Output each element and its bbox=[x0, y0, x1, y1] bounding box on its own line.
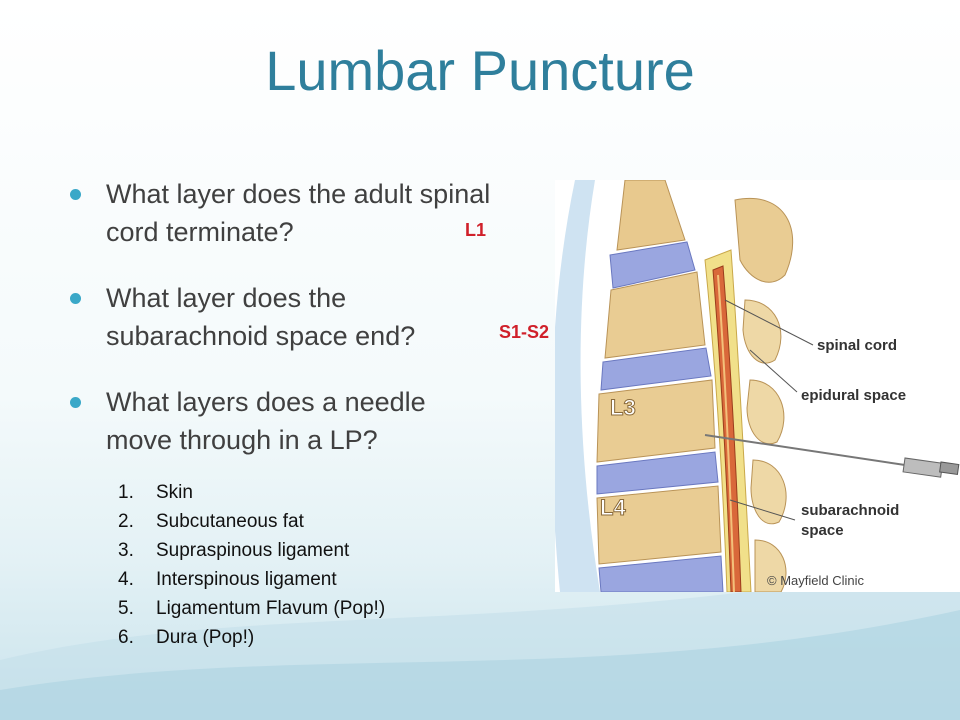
list-text: Interspinous ligament bbox=[156, 569, 337, 590]
list-text: Skin bbox=[156, 482, 193, 503]
vertebral-bodies bbox=[596, 180, 724, 592]
bullet-line: cord terminate? bbox=[106, 217, 294, 247]
list-item: 4. Interspinous ligament bbox=[118, 565, 385, 594]
spinal-cord-label: spinal cord bbox=[817, 337, 897, 354]
spinous-processes bbox=[734, 198, 794, 592]
vertebra-label: L4 bbox=[600, 495, 626, 520]
bullet-line: What layer does the bbox=[106, 283, 347, 313]
vertebra-label: L3 bbox=[610, 395, 636, 420]
list-text: Supraspinous ligament bbox=[156, 540, 350, 561]
image-credit: © Mayfield Clinic bbox=[767, 573, 864, 588]
list-number: 1. bbox=[118, 482, 134, 503]
spine-diagram: L3 L4 spina bbox=[555, 180, 960, 592]
bullet-line: What layers does a needle bbox=[106, 387, 426, 417]
list-number: 5. bbox=[118, 598, 134, 619]
list-number: 4. bbox=[118, 569, 134, 590]
needle-layer-list: 1. Skin 2. Subcutaneous fat 3. Supraspinous… bbox=[118, 478, 385, 652]
bullet-line: What layer does the adult spinal bbox=[106, 179, 491, 209]
bullet-line: move through in a LP? bbox=[106, 425, 378, 455]
answer-label-2: S1-S2 bbox=[499, 322, 550, 342]
bullet-dot-icon bbox=[70, 293, 81, 304]
list-item: 6. Dura (Pop!) bbox=[118, 623, 385, 652]
slide-title: Lumbar Puncture bbox=[265, 39, 695, 102]
subarachnoid-label: subarachnoid bbox=[801, 502, 899, 519]
list-number: 6. bbox=[118, 627, 134, 648]
bullet-dot-icon bbox=[70, 397, 81, 408]
needle-icon bbox=[704, 434, 960, 478]
list-item: 3. Supraspinous ligament bbox=[118, 536, 385, 565]
list-item: 5. Ligamentum Flavum (Pop!) bbox=[118, 594, 385, 623]
bullet-line: subarachnoid space end? bbox=[106, 321, 416, 351]
list-number: 3. bbox=[118, 540, 134, 561]
list-text: Subcutaneous fat bbox=[156, 511, 304, 532]
bullet-dot-icon bbox=[70, 189, 81, 200]
epidural-space-label: epidural space bbox=[801, 387, 906, 404]
list-item: 1. Skin bbox=[118, 478, 385, 507]
list-text: Dura (Pop!) bbox=[156, 627, 255, 648]
list-text: Ligamentum Flavum (Pop!) bbox=[156, 598, 386, 619]
list-number: 2. bbox=[118, 511, 134, 532]
answer-label-1: L1 bbox=[465, 220, 487, 240]
list-item: 2. Subcutaneous fat bbox=[118, 507, 385, 536]
spine-illustration: L3 L4 spina bbox=[555, 180, 960, 592]
subarachnoid-label-2: space bbox=[801, 522, 844, 539]
